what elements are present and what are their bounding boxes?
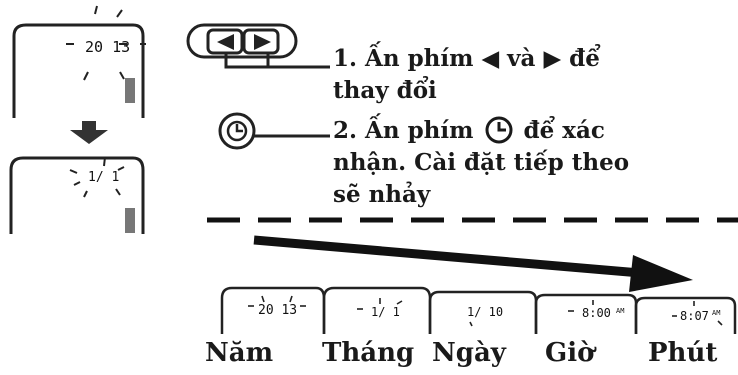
arrow-buttons-icon	[186, 23, 330, 69]
label-year: Năm	[205, 338, 274, 368]
clock-inline-icon	[485, 116, 512, 144]
label-minute: Phút	[648, 338, 718, 368]
instruction-step2-line2: nhận. Cài đặt tiếp theo	[333, 149, 630, 176]
label-hour: Giờ	[545, 338, 595, 368]
lcd-minute: 8:07	[680, 309, 709, 323]
lcd-year-top: 20 13	[85, 38, 130, 56]
long-arrow-icon	[253, 235, 693, 292]
lcd-month: 1/ 1	[371, 305, 400, 319]
lcd-date-mid: 1/ 1	[88, 170, 119, 185]
instruction-step1-line2: thay đổi	[333, 77, 437, 104]
right-arrow-icon	[254, 34, 271, 50]
label-month: Tháng	[322, 338, 415, 368]
display-sequence: 20 13 1/ 1 1/ 10 8:00 AM 8:07 AM	[220, 286, 737, 334]
lcd-hour: 8:00	[582, 306, 611, 320]
instruction-step1-line1: 1. Ấn phím ◀ và ▶ để	[333, 45, 600, 72]
lcd-minute-suffix: AM	[712, 309, 720, 317]
device-display-year: 20 13	[12, 5, 146, 118]
lcd-day: 1/ 10	[467, 305, 503, 319]
down-arrow-icon	[70, 121, 108, 144]
instruction-step2-line3: sẽ nhảy	[333, 181, 431, 208]
lcd-hour-suffix: AM	[616, 307, 624, 315]
instruction-step2-text-a: 2. Ấn phím	[333, 117, 474, 144]
blink-marks-date	[69, 156, 125, 198]
clock-button-icon	[218, 112, 330, 150]
lcd-year: 20 13	[258, 303, 297, 318]
instruction-step2-line1: 2. Ấn phím để xác	[333, 115, 605, 146]
device-display-date: 1/ 1	[9, 156, 145, 234]
blink-marks-sequence	[248, 295, 723, 327]
left-arrow-icon	[217, 34, 234, 50]
blink-marks-year	[66, 5, 146, 81]
label-day: Ngày	[432, 338, 506, 368]
instruction-step2-text-b: để xác	[523, 117, 605, 144]
